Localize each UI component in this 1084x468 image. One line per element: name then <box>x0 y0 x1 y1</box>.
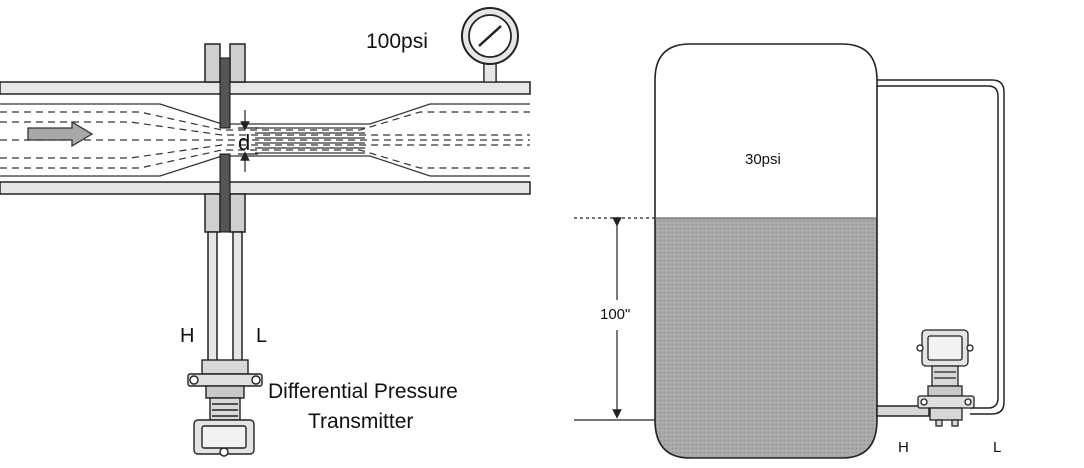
tank-high-port-label: H <box>898 439 909 456</box>
reference-leg-tubing <box>876 79 1005 417</box>
differential-pressure-transmitter-icon <box>187 359 263 457</box>
pressure-gauge-icon <box>461 7 519 83</box>
orifice-diameter-marker <box>238 110 258 172</box>
orifice-plate <box>219 57 231 233</box>
flange-upstream <box>204 43 221 233</box>
low-port-label: L <box>256 325 267 347</box>
transmitter-label-line2: Transmitter <box>308 410 413 433</box>
orifice-flow-diagram: d 100psi H L Di <box>0 7 531 457</box>
tank-low-port-label: L <box>993 439 1001 456</box>
flow-streamlines <box>0 103 530 177</box>
tank-liquid <box>655 218 877 458</box>
transmitter-label-line1: Differential Pressure <box>268 380 458 403</box>
orifice-diameter-label: d <box>238 130 250 155</box>
flow-arrow-icon <box>27 120 94 148</box>
impulse-lines <box>207 231 243 363</box>
high-port-label: H <box>180 325 194 347</box>
level-height-label: 100" <box>600 306 630 323</box>
vapor-pressure-label: 30psi <box>745 151 781 168</box>
level-dimension <box>574 217 655 421</box>
pipe <box>0 81 531 195</box>
tank-vessel <box>654 43 878 459</box>
tank-level-diagram: 30psi 100" <box>574 43 1005 459</box>
gauge-pressure-label: 100psi <box>366 30 428 53</box>
level-transmitter-icon <box>916 329 975 427</box>
